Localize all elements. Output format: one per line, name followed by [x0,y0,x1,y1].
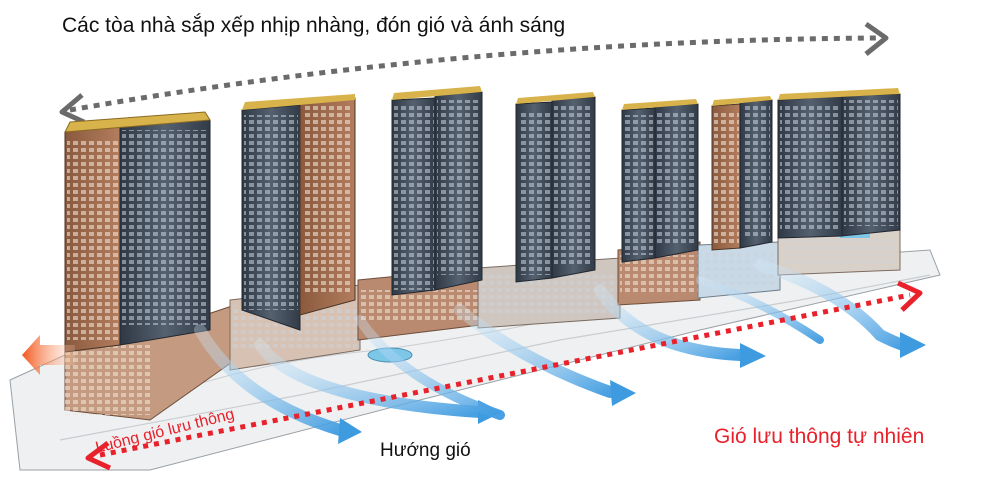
tower-3 [391,86,483,296]
tower-2 [241,94,356,331]
tower-1 [64,111,211,353]
tower-7 [777,88,901,239]
wind-flow-arrows [194,259,926,444]
diagram-title: Các tòa nhà sắp xếp nhịp nhàng, đón gió … [62,14,566,37]
ventilation-arrow-right-head [896,280,923,312]
light-arc-arrow [69,35,881,113]
ventilation-arrow-left-head [85,441,112,471]
light-arc-left-head [59,93,86,125]
tower-5 [621,99,699,263]
natural-ventilation-label: Gió lưu thông tự nhiên [714,425,925,448]
site-paving [59,274,931,441]
wind-out-arrow [22,335,75,375]
tower-4 [515,92,596,283]
light-arc-right-head [864,21,889,56]
wind-direction-label: Hướng gió [380,440,471,461]
tower-6 [711,96,773,251]
